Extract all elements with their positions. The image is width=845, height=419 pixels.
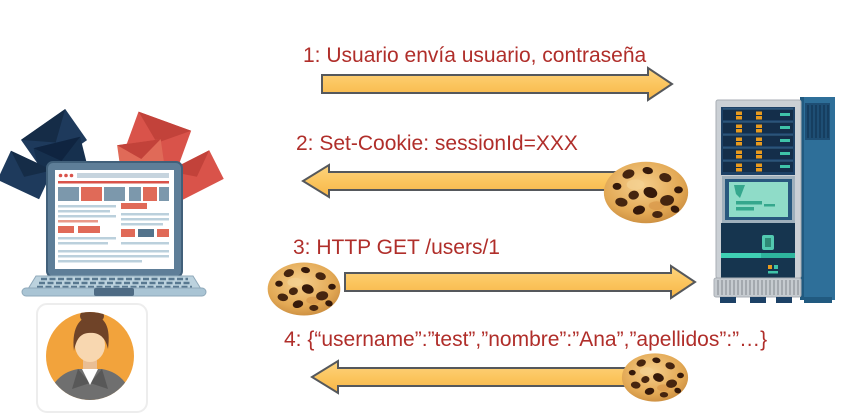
message-4-label: 4: {“username”:”test”,”nombre”:”Ana”,”ap…: [284, 328, 768, 351]
message-3-label: 3: HTTP GET /users/1: [293, 236, 500, 259]
server-illustration: [712, 95, 838, 307]
message-2-arrow-left-icon: [301, 163, 649, 199]
cookie-icon: [265, 261, 343, 317]
server-base: [713, 277, 832, 303]
server-lower-panel: [721, 223, 795, 278]
laptop-screen: [46, 161, 183, 278]
server-led-lights: [736, 111, 762, 172]
cookie-icon: [619, 352, 691, 403]
user-avatar: [36, 303, 148, 413]
server-rack-slots: [721, 107, 795, 175]
message-2-label: 2: Set-Cookie: sessionId=XXX: [296, 132, 578, 155]
message-4-arrow-left-icon: [310, 359, 657, 395]
server-vent-icon: [805, 103, 830, 140]
message-1-label: 1: Usuario envía usuario, contraseña: [303, 44, 647, 67]
laptop-base: [21, 275, 207, 297]
client-laptop-illustration: [0, 95, 224, 307]
message-1-arrow-right-icon: [321, 66, 674, 102]
server-screen: [722, 176, 795, 223]
message-3-arrow-right-icon: [344, 264, 697, 300]
cookie-icon: [602, 160, 690, 225]
envelope-navy-icon: [0, 108, 89, 200]
